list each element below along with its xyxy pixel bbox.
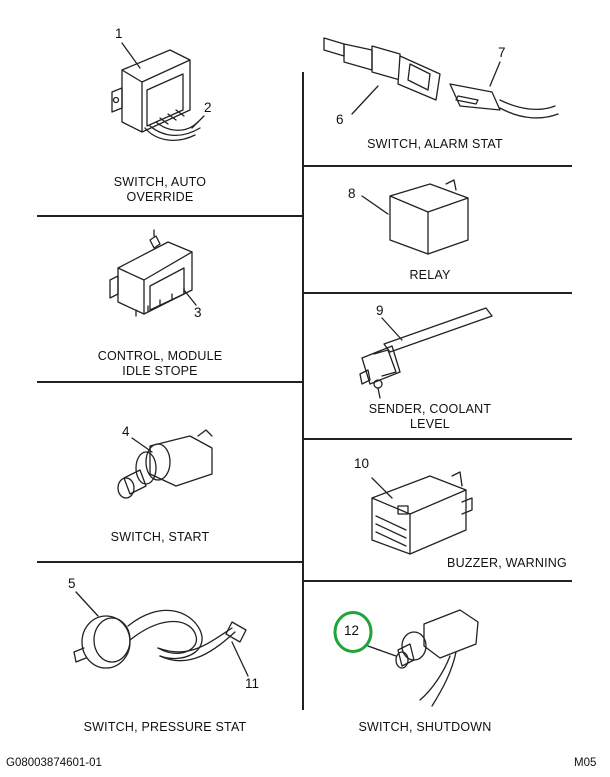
label-switch-shutdown: SWITCH, SHUTDOWN: [358, 720, 492, 734]
divider-right-2: [302, 292, 572, 294]
callout-6: 6: [336, 112, 344, 127]
callout-3: 3: [194, 305, 202, 320]
label-line-1: SENDER, COOLANT: [368, 402, 492, 416]
buzzer-drawing: [371, 471, 473, 555]
divider-left-3: [37, 561, 302, 563]
callout-4: 4: [122, 424, 130, 439]
coolant-sender-drawing: [359, 307, 493, 399]
relay-drawing: [389, 179, 469, 255]
divider-right-4: [302, 580, 572, 582]
leader-3: [183, 289, 197, 306]
label-switch-pressure-stat: SWITCH, PRESSURE STAT: [83, 720, 247, 734]
footer-part-id: G08003874601-01: [6, 757, 102, 769]
shutdown-switch-drawing: [395, 609, 479, 707]
callout-1: 1: [115, 26, 123, 41]
callout-12-highlight-ring: [333, 611, 373, 653]
control-module-drawing: [109, 229, 193, 317]
label-relay: RELAY: [409, 268, 451, 282]
callout-12: 12: [344, 623, 360, 638]
start-switch-drawing: [117, 429, 213, 499]
leader-7: [489, 61, 501, 87]
vertical-divider: [302, 72, 304, 710]
footer-page-code: M05: [574, 757, 597, 769]
leader-6: [351, 85, 379, 115]
label-switch-start: SWITCH, START: [110, 530, 210, 544]
pressure-stat-switch-drawing: [73, 609, 247, 669]
leader-9: [381, 317, 403, 341]
alarm-stat-switch-drawing: [323, 37, 559, 119]
label-line-2: IDLE STOPE: [122, 364, 198, 378]
label-buzzer-warning: BUZZER, WARNING: [447, 556, 567, 570]
divider-right-3: [302, 438, 572, 440]
leader-8: [361, 195, 389, 215]
divider-right-1: [302, 165, 572, 167]
label-line-1: SWITCH, AUTO: [113, 175, 207, 189]
callout-7: 7: [498, 45, 506, 60]
leader-11: [231, 641, 249, 677]
label-line-1: CONTROL, MODULE: [97, 349, 223, 363]
callout-2: 2: [204, 100, 212, 115]
divider-left-1: [37, 215, 302, 217]
auto-override-switch-drawing: [111, 49, 201, 141]
callout-5: 5: [68, 576, 76, 591]
leader-10: [371, 477, 393, 499]
label-switch-auto-override: SWITCH, AUTO OVERRIDE: [70, 175, 250, 205]
leader-5: [75, 591, 99, 617]
leader-1: [121, 42, 141, 69]
callout-8: 8: [348, 186, 356, 201]
callout-11: 11: [245, 676, 260, 691]
label-line-2: LEVEL: [410, 417, 450, 431]
label-sender-coolant-level: SENDER, COOLANT LEVEL: [340, 402, 520, 432]
callout-9: 9: [376, 303, 384, 318]
label-line-2: OVERRIDE: [126, 190, 194, 204]
leader-2: [191, 115, 205, 129]
leader-4: [131, 437, 153, 453]
label-control-module: CONTROL, MODULE IDLE STOPE: [60, 349, 260, 379]
leader-12: [367, 645, 397, 657]
callout-10: 10: [354, 456, 370, 471]
label-switch-alarm-stat: SWITCH, ALARM STAT: [367, 137, 503, 151]
divider-left-2: [37, 381, 302, 383]
